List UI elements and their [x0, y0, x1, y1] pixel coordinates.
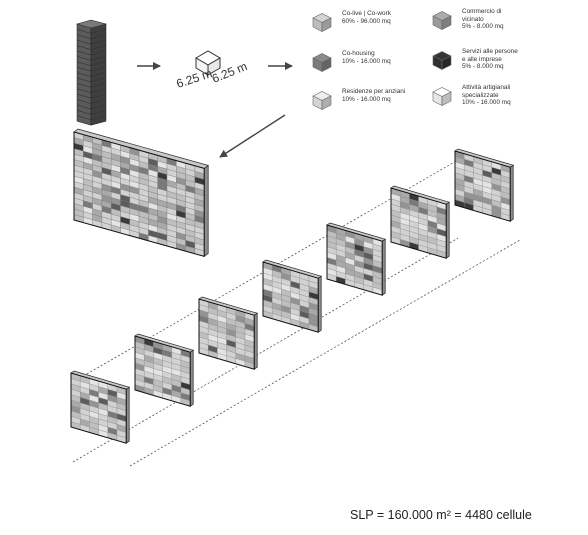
arrow-diagonal [219, 114, 286, 158]
dashed-guide-lines [72, 159, 521, 467]
legend-label: vicinato [462, 15, 484, 23]
legend-item-servizi: Servizi alle persone e alle imprese 5% -… [428, 48, 552, 76]
slp-summary: SLP = 160.000 m² = 4480 cellule [350, 508, 532, 522]
legend-label: Attività artigianali [462, 84, 511, 91]
legend-label: Co-housing [342, 50, 375, 57]
cube-light-icon [308, 10, 336, 38]
cube-black-icon [428, 48, 456, 76]
legend-value: 5% - 8.000 mq [462, 23, 504, 31]
stacked-cells-tower [75, 19, 108, 126]
cube-mid-icon [428, 8, 456, 36]
legend-item-commercio: Commercio di vicinato 5% - 8.000 mq [428, 8, 552, 36]
legend-label: Commercio di [462, 8, 502, 15]
cell-width-label: 6.25 m [175, 66, 214, 91]
cube-white-icon [428, 84, 456, 112]
legend-label: Residenze per anziani [342, 88, 406, 95]
legend-label: specializzate [462, 91, 499, 99]
legend-label: Servizi alle persone [462, 48, 518, 55]
legend-label: Co-live | Co-work [342, 10, 391, 17]
legend-value: 60% - 96.000 mq [342, 17, 391, 25]
legend-value: 10% - 16.000 mq [342, 57, 391, 65]
single-cell-cube [195, 50, 221, 76]
legend-value: 10% - 16.000 mq [342, 95, 391, 103]
legend-value: 10% - 16.000 mq [462, 99, 511, 107]
legend-item-colive: Co-live | Co-work 60% - 96.000 mq [308, 10, 432, 38]
legend-item-cohousing: Co-housing 10% - 16.000 mq [308, 50, 432, 78]
assembled-facade-block [73, 128, 209, 258]
exploded-slabs [70, 148, 515, 444]
legend-item-residenze: Residenze per anziani 10% - 16.000 mq [308, 88, 432, 116]
cube-pale-icon [308, 88, 336, 116]
legend-label: e alle imprese [462, 55, 502, 63]
legend-value: 5% - 8.000 mq [462, 63, 504, 71]
legend: Co-live | Co-work 60% - 96.000 mq Commer… [302, 6, 588, 126]
legend-item-attivita: Attività artigianali specializzate 10% -… [428, 84, 552, 112]
cube-dark-icon [308, 50, 336, 78]
